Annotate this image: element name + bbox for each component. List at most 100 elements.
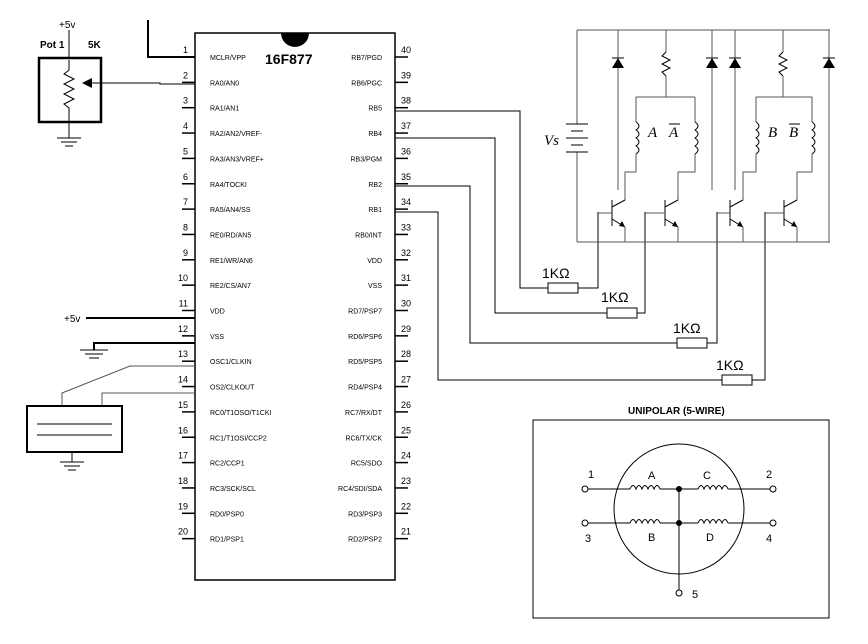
mcu-pin-label: RC0/T1OSO/T1CKI bbox=[210, 410, 272, 417]
mcu-pin-label: VSS bbox=[368, 283, 382, 290]
mcu-pin-number: 29 bbox=[401, 324, 411, 334]
mcu-pin-number: 13 bbox=[178, 349, 188, 359]
mcu-pin-label: RC3/SCK/SCL bbox=[210, 486, 256, 493]
resistor-a-icon bbox=[660, 30, 672, 97]
diode-3-icon bbox=[729, 30, 741, 190]
mcu-pin-label: RB3/PGM bbox=[350, 156, 382, 163]
mcu-pin-number: 14 bbox=[178, 375, 188, 385]
mcu-pin-number: 22 bbox=[401, 501, 411, 511]
motor-coil-c-label: C bbox=[703, 470, 711, 482]
mcu-pin-label: RA0/AN0 bbox=[210, 80, 239, 87]
mcu-pin-number: 2 bbox=[183, 70, 188, 80]
mcu-pin-label: RD7/PSP7 bbox=[348, 309, 382, 316]
mcu-pin-number: 4 bbox=[183, 121, 188, 131]
coil-b-bar-icon bbox=[796, 97, 816, 200]
mcu-pin-label: RA3/AN3/VREF+ bbox=[210, 156, 264, 163]
mcu-pin-label: RC2/CCP1 bbox=[210, 461, 245, 468]
mclr-wire bbox=[147, 20, 195, 58]
coil-b-label: B bbox=[768, 125, 777, 141]
mcu-pin-label: RC1/T1OSI/CCP2 bbox=[210, 435, 267, 442]
motor-coil-c-icon bbox=[697, 485, 729, 491]
mcu-pin-number: 27 bbox=[401, 375, 411, 385]
resistor-3-label: 1KΩ bbox=[673, 320, 701, 336]
coil-a-bar-icon bbox=[677, 97, 699, 200]
mcu-pin-label: RC7/RX/DT bbox=[345, 410, 383, 417]
resistor-1-label: 1KΩ bbox=[542, 265, 570, 281]
mcu-pin-number: 17 bbox=[178, 451, 188, 461]
unipolar-motor-inset: UNIPOLAR (5-WIRE) 1 2 3 4 5 A C B D bbox=[532, 406, 830, 619]
mcu-pin-label: RD0/PSP0 bbox=[210, 511, 244, 518]
mcu-pin-number: 38 bbox=[401, 96, 411, 106]
motor-coil-b-label: B bbox=[648, 532, 655, 544]
mcu-pin-label: RE2/CS/AN7 bbox=[210, 283, 251, 290]
mcu-pin-label: RE1/WR/AN6 bbox=[210, 258, 253, 265]
motor-coil-d-icon bbox=[697, 519, 729, 525]
mcu-pin-number: 33 bbox=[401, 222, 411, 232]
mcu-pin-number: 24 bbox=[401, 451, 411, 461]
motor-terminal-3: 3 bbox=[585, 533, 591, 545]
pot-resistor-icon bbox=[62, 60, 76, 122]
mcu-pin-number: 11 bbox=[179, 299, 188, 309]
mcu-pin-label: RD1/PSP1 bbox=[210, 537, 244, 544]
motor-coil-d-label: D bbox=[706, 532, 714, 544]
coil-a-label: A bbox=[647, 125, 658, 141]
mcu-pin-number: 1 bbox=[183, 45, 188, 55]
motor-coil-b-icon bbox=[629, 519, 661, 525]
mcu-pin-number: 20 bbox=[178, 527, 188, 537]
motor-coil-a-icon bbox=[629, 485, 661, 491]
mcu-pin-number: 31 bbox=[401, 273, 411, 283]
mcu-part-name: 16F877 bbox=[265, 51, 313, 67]
vs-label: Vs bbox=[544, 133, 559, 149]
mcu-pin-label: RA4/TOCKI bbox=[210, 182, 247, 189]
control-wires bbox=[395, 110, 766, 381]
mcu-pin-number: 6 bbox=[183, 172, 188, 182]
resistor-2: 1KΩ bbox=[601, 289, 638, 319]
vss-ground-icon bbox=[80, 342, 195, 359]
mcu-pin-label: RB7/PGD bbox=[351, 55, 382, 62]
pot-supply-label: +5v bbox=[59, 20, 75, 31]
mcu-pin-number: 35 bbox=[401, 172, 411, 182]
transistor-2-icon bbox=[645, 199, 679, 242]
diode-4-icon bbox=[823, 30, 835, 242]
mcu-pin-label: RD3/PSP3 bbox=[348, 511, 382, 518]
motor-title: UNIPOLAR (5-WIRE) bbox=[628, 406, 725, 417]
mcu-pin-label: RD2/PSP2 bbox=[348, 537, 382, 544]
mcu-pin-number: 26 bbox=[401, 400, 411, 410]
mcu-pin-number: 28 bbox=[401, 349, 411, 359]
coil-b-bar-label: B bbox=[789, 125, 798, 141]
mcu-pin-number: 30 bbox=[401, 299, 411, 309]
resistor-4: 1KΩ bbox=[716, 357, 753, 386]
motor-terminal-5: 5 bbox=[692, 589, 698, 601]
mcu-pin-label: VDD bbox=[210, 309, 225, 316]
pot-name: Pot 1 bbox=[40, 40, 65, 51]
mcu-pin-number: 9 bbox=[183, 248, 188, 258]
resistor-3: 1KΩ bbox=[673, 320, 708, 349]
mcu-pin-label: RC5/SDO bbox=[351, 461, 383, 468]
crystal-oscillator bbox=[26, 365, 195, 471]
mcu-pin-label: RD4/PSP4 bbox=[348, 385, 382, 392]
